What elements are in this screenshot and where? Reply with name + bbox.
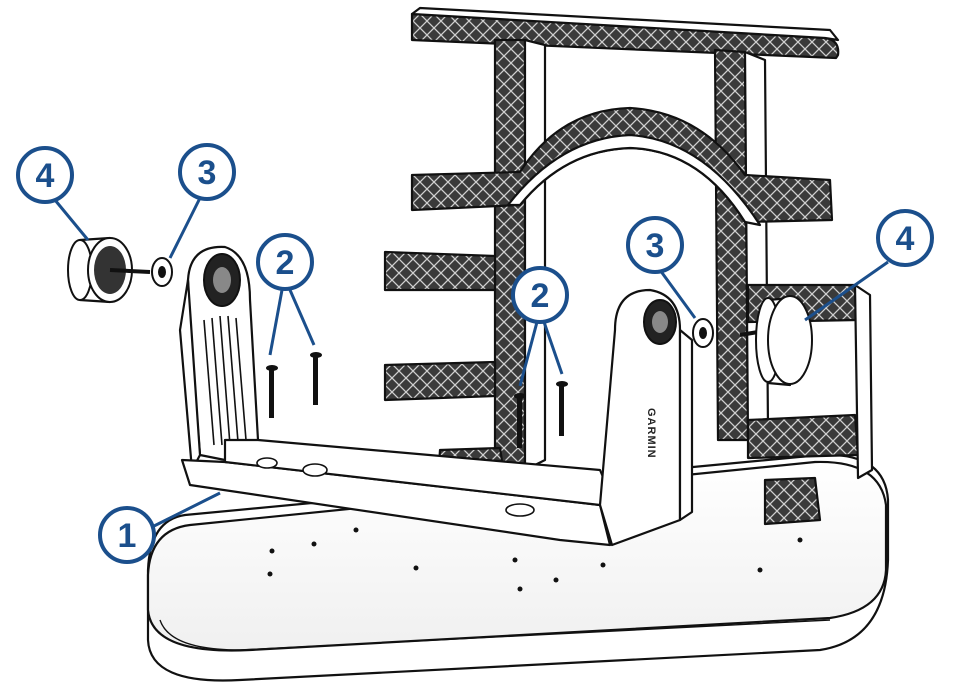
brand-mark: GARMIN	[645, 408, 657, 459]
svg-text:4: 4	[896, 220, 915, 258]
svg-text:2: 2	[276, 244, 295, 282]
screws-right	[514, 381, 568, 448]
callout-1: 1	[98, 506, 156, 564]
base-holes	[267, 527, 803, 592]
svg-text:4: 4	[36, 157, 55, 195]
callout-2-right: 2	[511, 266, 569, 324]
svg-text:1: 1	[118, 517, 137, 555]
washer-right	[692, 318, 714, 348]
callout-4-left: 4	[16, 146, 74, 204]
knob-left	[67, 236, 151, 304]
callout-3-left: 3	[178, 143, 236, 201]
screws-left	[266, 352, 322, 418]
tilt-bracket: GARMIN	[178, 245, 694, 547]
knob-right	[739, 295, 813, 387]
svg-text:3: 3	[646, 227, 665, 265]
base-plate	[146, 453, 890, 682]
leader-lines	[53, 197, 889, 530]
callout-2-left: 2	[256, 233, 314, 291]
washer-left	[151, 257, 173, 287]
left-arm-ribs	[203, 315, 247, 446]
callout-4-right: 4	[876, 209, 934, 267]
svg-text:3: 3	[198, 154, 217, 192]
svg-text:2: 2	[531, 277, 550, 315]
callout-3-right: 3	[626, 216, 684, 274]
